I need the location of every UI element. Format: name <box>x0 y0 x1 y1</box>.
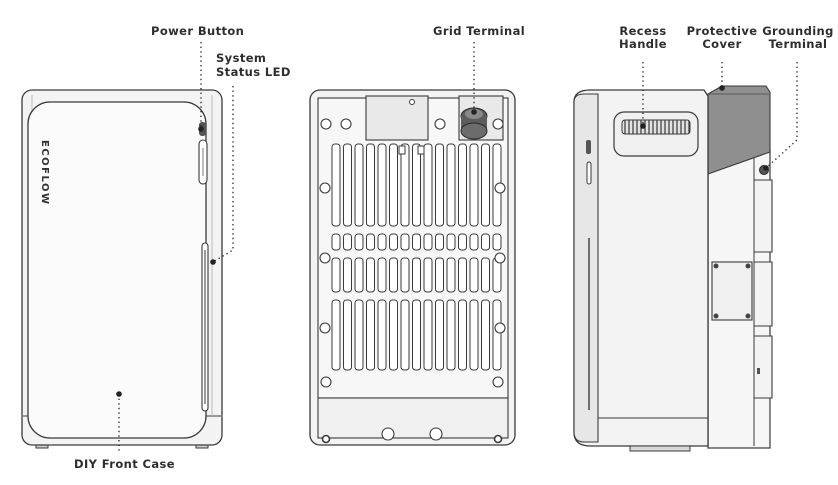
fin <box>400 143 410 227</box>
fin <box>354 257 364 293</box>
fin <box>423 299 433 371</box>
label-grounding-terminal-line2: Terminal <box>768 37 828 51</box>
back-view <box>309 89 516 446</box>
fin <box>435 299 444 371</box>
fin <box>354 143 364 227</box>
fin <box>469 299 479 371</box>
fin <box>481 257 490 293</box>
fin <box>343 299 352 371</box>
heat-sink-fins <box>331 143 502 371</box>
fin <box>389 143 398 227</box>
fin <box>377 299 387 371</box>
fin <box>423 233 433 251</box>
fin <box>481 143 490 227</box>
fin <box>469 257 479 293</box>
fin <box>331 257 341 293</box>
fin <box>400 233 410 251</box>
fin <box>446 143 456 227</box>
callout-dots <box>116 85 769 397</box>
fin <box>412 257 421 293</box>
fin <box>389 257 398 293</box>
label-protective-cover-line2: Cover <box>702 37 742 51</box>
fin <box>469 233 479 251</box>
fin <box>331 233 341 251</box>
front-view <box>21 89 223 449</box>
label-diy-front-case: DIY Front Case <box>74 457 175 471</box>
fin <box>331 143 341 227</box>
fin <box>458 143 467 227</box>
label-recess-handle-line1: Recess <box>619 24 667 38</box>
fin <box>423 143 433 227</box>
fin <box>366 233 375 251</box>
fin <box>354 233 364 251</box>
label-status-led-line1: System <box>216 51 267 65</box>
fin <box>343 143 352 227</box>
fin <box>412 233 421 251</box>
fin <box>423 257 433 293</box>
fin <box>435 233 444 251</box>
label-status-led-line2: Status LED <box>216 65 291 79</box>
fin <box>354 299 364 371</box>
fin <box>458 257 467 293</box>
fin <box>412 299 421 371</box>
fin <box>458 299 467 371</box>
label-grid-terminal: Grid Terminal <box>433 24 526 38</box>
fin <box>377 257 387 293</box>
fin <box>458 233 467 251</box>
label-power-button: Power Button <box>151 24 245 38</box>
fin <box>492 233 502 251</box>
fin <box>446 299 456 371</box>
diy-front-case-panel <box>27 101 207 439</box>
fin <box>400 257 410 293</box>
fin <box>481 299 490 371</box>
fin <box>469 143 479 227</box>
callouts <box>118 42 798 452</box>
fin <box>366 143 375 227</box>
fin <box>343 257 352 293</box>
fin <box>377 143 387 227</box>
fin <box>377 233 387 251</box>
grid-terminal <box>460 107 488 140</box>
fin <box>446 257 456 293</box>
label-recess-handle-line2: Handle <box>619 37 667 51</box>
fin <box>481 233 490 251</box>
fin <box>366 257 375 293</box>
fin <box>435 143 444 227</box>
fin <box>343 233 352 251</box>
label-grounding-terminal-line1: Grounding <box>762 24 834 38</box>
fin <box>492 299 502 371</box>
side-view <box>573 85 773 452</box>
fin <box>412 143 421 227</box>
fin <box>446 233 456 251</box>
fin <box>389 299 398 371</box>
fin <box>435 257 444 293</box>
fin <box>389 233 398 251</box>
fin <box>366 299 375 371</box>
fin <box>331 299 341 371</box>
fin <box>400 299 410 371</box>
label-protective-cover-line1: Protective <box>686 24 758 38</box>
ecoflow-logo: ECOFLOW <box>39 140 50 206</box>
